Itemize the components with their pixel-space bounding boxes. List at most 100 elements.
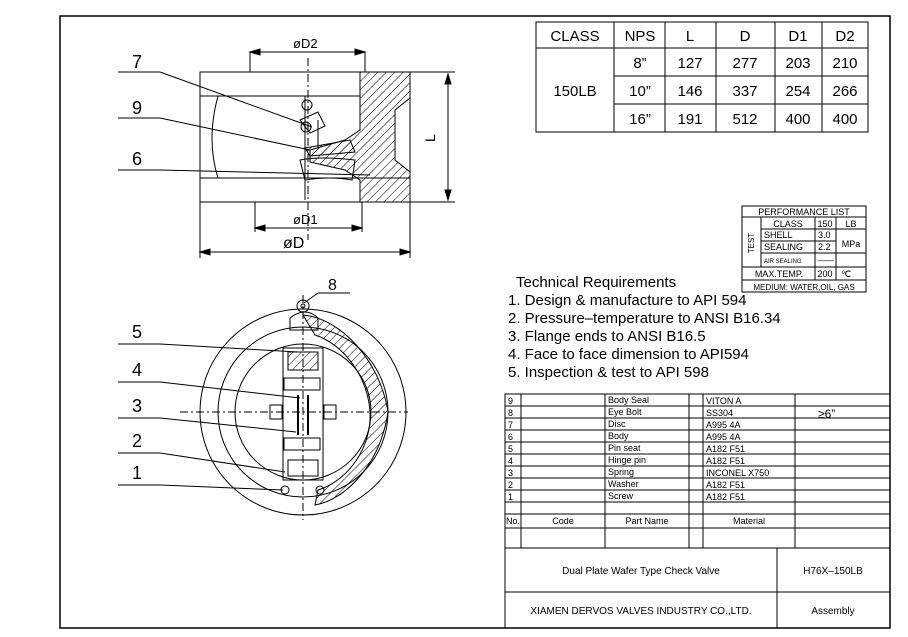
part-no: 9 (508, 396, 513, 406)
dim-cell: 400 (785, 111, 810, 128)
front-body-section (302, 314, 389, 506)
balloon-3: 3 (132, 396, 142, 416)
part-name: Body (608, 431, 629, 441)
part-no: 6 (508, 432, 513, 442)
part-no: 4 (508, 456, 513, 466)
part-material: A182 F51 (706, 456, 745, 466)
part-material: SS304 (706, 408, 733, 418)
parts-header-no: No. (506, 516, 520, 526)
part-name: Body Seal (608, 395, 649, 405)
parts-header-material: Material (733, 516, 765, 526)
part-material: A182 F51 (706, 492, 745, 502)
part-no: 3 (508, 468, 513, 478)
perf-class-unit: LB (845, 219, 856, 229)
parts-header-code: Code (552, 516, 574, 526)
dim-cell: 10” (629, 83, 651, 100)
part-no: 8 (508, 408, 513, 418)
dim-header-d2: D2 (835, 28, 854, 45)
part-name: Eye Bolt (608, 407, 642, 417)
requirement-item: 4. Face to face dimension to API594 (508, 346, 749, 363)
dim-header-l: L (686, 28, 694, 45)
dim-cell: 127 (677, 55, 702, 72)
part-no: 7 (508, 420, 513, 430)
requirement-item: 1. Design & manufacture to API 594 (508, 292, 746, 309)
title-block-title: Dual Plate Wafer Type Check Valve (562, 566, 720, 577)
parts-header-name: Part Name (625, 516, 668, 526)
perf-shell-label: SHELL (764, 230, 793, 240)
dim-cell: 8” (633, 55, 646, 72)
perf-temp-label: MAX.TEMP. (755, 269, 803, 279)
perf-air-value: —— (818, 256, 834, 265)
parts-list: 9 Body Seal VITON A 8 Eye Bolt SS304 ≥6”… (504, 393, 891, 629)
dim-class-value: 150LB (553, 83, 596, 100)
balloon-5: 5 (132, 322, 142, 342)
balloon-8: 8 (328, 277, 337, 294)
dim-header-nps: NPS (625, 28, 656, 45)
part-material: A995 4A (706, 432, 741, 442)
balloon-7: 7 (132, 52, 142, 72)
dim-header-d: D (740, 28, 751, 45)
dim-d-label: øD (283, 235, 304, 252)
dim-header-class: CLASS (550, 28, 599, 45)
side-body-section (309, 71, 411, 203)
part-name: Hinge pin (608, 455, 646, 465)
perf-test-label: TEST (747, 233, 756, 254)
side-seat-section (304, 139, 356, 157)
requirement-item: 2. Pressure–temperature to ANSI B16.34 (508, 310, 781, 327)
dim-header-d1: D1 (788, 28, 807, 45)
dim-cell: 203 (785, 55, 810, 72)
dim-cell: 337 (732, 83, 757, 100)
dim-cell: 191 (677, 111, 702, 128)
title-block-model: H76X–150LB (803, 566, 863, 577)
perf-shell-value: 3.0 (818, 230, 831, 240)
requirement-item: 3. Flange ends to ANSI B16.5 (508, 328, 706, 345)
front-view (118, 292, 408, 520)
part-name: Washer (608, 479, 639, 489)
balloon-6: 6 (132, 149, 142, 169)
dim-cell: 277 (732, 55, 757, 72)
dimension-table: CLASS NPS L D D1 D2 150LB 8” 127 277 203… (535, 21, 869, 133)
part-material: VITON A (706, 396, 741, 406)
perf-temp-unit: ℃ (841, 269, 851, 279)
part-material: A182 F51 (706, 444, 745, 454)
part-note: ≥6” (818, 407, 835, 421)
dim-cell: 16” (629, 111, 651, 128)
dim-cell: 146 (677, 83, 702, 100)
part-name: Screw (608, 491, 634, 501)
perf-sealing-label: SEALING (764, 242, 803, 252)
part-name: Spring (608, 467, 634, 477)
balloon-9: 9 (132, 98, 142, 118)
technical-requirements: Technical Requirements 1. Design & manuf… (508, 274, 781, 381)
perf-temp-value: 200 (817, 269, 832, 279)
dim-cell: 266 (832, 83, 857, 100)
perf-pressure-unit: MPa (842, 239, 861, 249)
part-name: Pin seat (608, 443, 641, 453)
balloon-4: 4 (132, 360, 142, 380)
balloon-2: 2 (132, 431, 142, 451)
side-body-outline (199, 71, 411, 203)
part-material: A995 4A (706, 420, 741, 430)
performance-list: PERFORMANCE LIST CLASS 150 LB TEST SHELL… (741, 205, 867, 293)
part-no: 1 (508, 492, 513, 502)
dim-cell: 512 (732, 111, 757, 128)
part-material: INCONEL X750 (706, 468, 769, 478)
sheet-border (59, 15, 891, 629)
perf-class-value: 150 (817, 219, 832, 229)
dim-cell: 254 (785, 83, 810, 100)
requirements-title: Technical Requirements (516, 274, 676, 291)
balloon-1: 1 (132, 463, 142, 483)
requirement-item: 5. Inspection & test to API 598 (508, 364, 709, 381)
dim-cell: 210 (832, 55, 857, 72)
dim-l-label: L (422, 134, 438, 142)
title-block-company: XIAMEN DERVOS VALVES INDUSTRY CO.,LTD. (530, 606, 751, 617)
part-no: 5 (508, 444, 513, 454)
title-block-sheet-type: Assembly (811, 606, 854, 617)
part-no: 2 (508, 480, 513, 490)
part-material: A182 F51 (706, 480, 745, 490)
side-view (118, 48, 455, 258)
perf-sealing-value: 2.2 (818, 242, 831, 252)
part-name: Disc (608, 419, 626, 429)
dim-d2-label: øD2 (293, 36, 318, 51)
dim-cell: 400 (832, 111, 857, 128)
